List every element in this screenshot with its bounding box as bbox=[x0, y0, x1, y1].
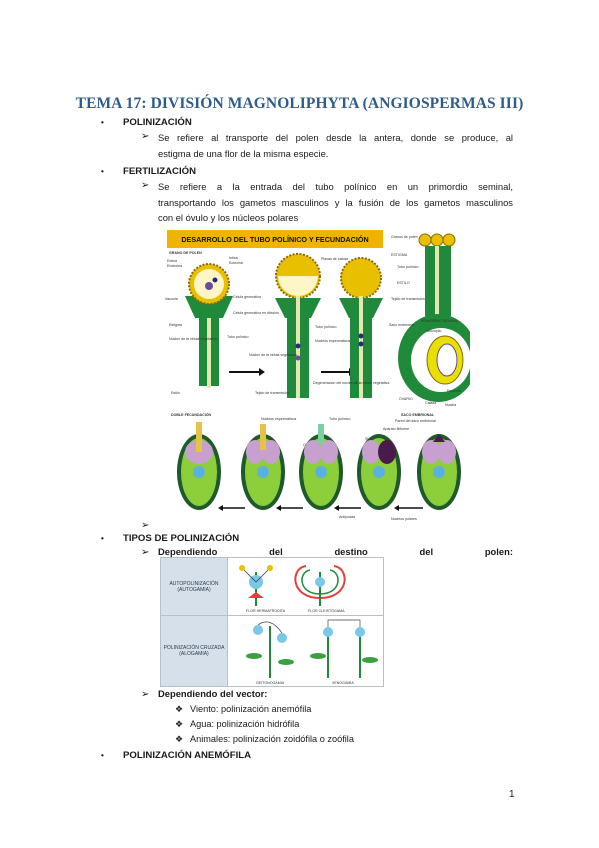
bullet-icon: • bbox=[101, 167, 104, 176]
stage-2-tube bbox=[275, 253, 321, 398]
label-estigma: Estigma bbox=[169, 323, 182, 327]
ovule-3 bbox=[299, 424, 343, 510]
label-micropilo: Micropilo bbox=[427, 329, 441, 333]
label-saco-emb: SACO EMBRIONAL bbox=[401, 413, 435, 417]
subheading-destino: Dependiendo del destino del polen: bbox=[158, 546, 513, 557]
paragraph-polinizacion: Se refiere al transporte del polen desde… bbox=[158, 130, 513, 161]
text-line: Se refiere a la entrada del tubo polínic… bbox=[158, 181, 513, 192]
subheading-vector: Dependiendo del vector: bbox=[158, 688, 268, 699]
bullet-icon: • bbox=[101, 118, 104, 127]
label-nucela: Nucela bbox=[445, 403, 456, 407]
label-intina: Intina bbox=[229, 256, 238, 260]
arrow-bullet-icon: ➢ bbox=[141, 131, 150, 142]
label-pared: Pared del saco embrional bbox=[395, 419, 436, 423]
label-polares: Núcleos polares bbox=[391, 517, 417, 521]
label-estilo-cap: ESTILO bbox=[397, 281, 410, 285]
label-tubo-2: Tubo polínico bbox=[315, 325, 336, 329]
autogamia-illustration: FLOR HERMAFRODITA FLOR CLEISTÓGAMA bbox=[227, 558, 383, 616]
label-tubo-3: Tubo polínico bbox=[397, 265, 418, 269]
label-degeneracion: Degeneración del núcleo de la célula veg… bbox=[313, 381, 389, 385]
word: destino bbox=[334, 546, 368, 557]
label-extina: Extina bbox=[167, 259, 177, 263]
label-nucleos-esp-2: Núcleos espermáticos bbox=[261, 417, 297, 421]
label-chalaza: Cálaza bbox=[425, 401, 436, 405]
vector-item: Viento: polinización anemófila bbox=[190, 704, 312, 714]
heading-text: POLINIZACIÓN ANEMÓFILA bbox=[123, 750, 252, 761]
label-funiculo: Funículo bbox=[447, 389, 461, 393]
label-tejido-2: Tejido de transmisión bbox=[391, 297, 425, 301]
text-line: transportando los gametos masculinos y l… bbox=[158, 196, 513, 208]
label-nucleos-esp: Núcleos espermáticos bbox=[315, 339, 351, 343]
arrow-bullet-icon: ➢ bbox=[141, 689, 150, 700]
ovule-5 bbox=[417, 434, 461, 510]
heading-text: POLINIZACIÓN bbox=[123, 117, 192, 128]
label-placas: Placas de calosa bbox=[321, 257, 348, 261]
bullet-icon: • bbox=[101, 534, 104, 543]
label-aparato: Aparato filiforme bbox=[383, 427, 409, 431]
diamond-bullet-icon: ❖ bbox=[175, 704, 184, 714]
diamond-bullet-icon: ❖ bbox=[175, 734, 184, 744]
label-doble: DOBLE FECUNDACIÓN bbox=[171, 412, 212, 417]
diamond-bullet-icon: ❖ bbox=[175, 719, 184, 729]
arrow-bullet-icon: ➢ bbox=[141, 520, 150, 531]
label-grano: GRANO DE POLEN bbox=[169, 251, 202, 255]
label-celula-generativa: Célula generativa bbox=[233, 295, 261, 299]
label-primordio: PRIMORDIO SEMINAL bbox=[421, 319, 459, 323]
label-tubo: Tubo polínico bbox=[227, 335, 248, 339]
paragraph-fertilizacion: Se refiere a la entrada del tubo polínic… bbox=[158, 179, 513, 226]
vector-item: Animales: polinización zoidófila o zoófi… bbox=[190, 734, 354, 744]
label-flor-herm: FLOR HERMAFRODITA bbox=[246, 609, 286, 613]
vector-item: Agua: polinización hidrófila bbox=[190, 719, 300, 729]
text-line: Se refiere al transporte del polen desde… bbox=[158, 132, 513, 143]
ovule-2 bbox=[241, 424, 285, 510]
stage-3-sperm-nuclei bbox=[339, 257, 383, 398]
bullet-icon: • bbox=[101, 751, 104, 760]
label-xenogamia: XENOGAMIA bbox=[332, 681, 354, 685]
word: del bbox=[419, 546, 434, 557]
figure-header: DESARROLLO DEL TUBO POLÍNICO Y FECUNDACI… bbox=[181, 235, 368, 244]
heading-text: FERTILIZACIÓN bbox=[123, 166, 197, 177]
label-saco: Saco embrional bbox=[389, 323, 414, 327]
label-celula-division: Célula generativa en división bbox=[233, 311, 279, 315]
stage-4-ovary bbox=[398, 233, 470, 402]
label-flor-cleist: FLOR CLEISTÓGAMA bbox=[308, 608, 345, 613]
label-ectexina: Ectexina bbox=[229, 261, 243, 265]
label-nucleo-veg2: Núcleo de la célula vegetativa bbox=[249, 353, 297, 357]
ovule-4 bbox=[357, 434, 401, 510]
label-geitonogamia: GEITONOGAMIA bbox=[256, 681, 285, 685]
figure-header-bg bbox=[167, 230, 383, 248]
heading-polinizacion: • POLINIZACIÓN bbox=[101, 117, 192, 128]
stage-1-pollen-grain bbox=[185, 263, 233, 388]
label-estilo: Estilo bbox=[171, 391, 180, 395]
text-line: estigma de una flor de la misma especie. bbox=[158, 147, 329, 159]
word: del bbox=[269, 546, 283, 557]
arrow-bullet-icon: ➢ bbox=[141, 547, 150, 558]
label-antipodas: Antípodas bbox=[339, 515, 355, 519]
arrow-bullet-icon: ➢ bbox=[141, 180, 150, 191]
pollen-tube-figure: DESARROLLO DEL TUBO POLÍNICO Y FECUNDACI… bbox=[163, 226, 470, 522]
row-label-autopolinizacion: AUTOPOLINIZACIÓN (AUTOGAMIA) bbox=[161, 558, 227, 616]
heading-tipos: • TIPOS DE POLINIZACIÓN bbox=[101, 533, 240, 544]
label-vacuola: Vacuola bbox=[165, 297, 178, 301]
label-tubo-b: Tubo polínico bbox=[329, 417, 350, 421]
word: Dependiendo bbox=[158, 546, 218, 557]
label-granos: Granos de polen bbox=[391, 235, 418, 239]
pollination-types-table: AUTOPOLINIZACIÓN (AUTOGAMIA) POLINIZACIÓ… bbox=[160, 557, 384, 687]
page-number: 1 bbox=[509, 789, 515, 800]
label-ovario: OVARIO bbox=[399, 397, 413, 401]
alogamia-illustration: GEITONOGAMIA XENOGAMIA bbox=[227, 616, 383, 686]
text-line: con el óvulo y los núcleos polares bbox=[158, 212, 299, 223]
label-estigma-cap: ESTIGMA bbox=[391, 253, 408, 257]
label-tejido: Tejido de transmisión bbox=[255, 391, 289, 395]
heading-anemofila: • POLINIZACIÓN ANEMÓFILA bbox=[101, 750, 252, 761]
heading-fertilizacion: • FERTILIZACIÓN bbox=[101, 166, 197, 177]
row-label-cruzada: POLINIZACIÓN CRUZADA (ALOGAMIA) bbox=[161, 616, 227, 686]
page-title: TEMA 17: DIVISIÓN MAGNOLIPHYTA (ANGIOSPE… bbox=[75, 95, 524, 112]
label-nucleo-vegetativa: Núcleo de la célula vegetativa bbox=[169, 337, 217, 341]
label-endexina: Endexina bbox=[167, 264, 182, 268]
word: polen: bbox=[484, 546, 513, 557]
heading-text: TIPOS DE POLINIZACIÓN bbox=[123, 533, 240, 544]
ovule-1 bbox=[177, 422, 221, 510]
